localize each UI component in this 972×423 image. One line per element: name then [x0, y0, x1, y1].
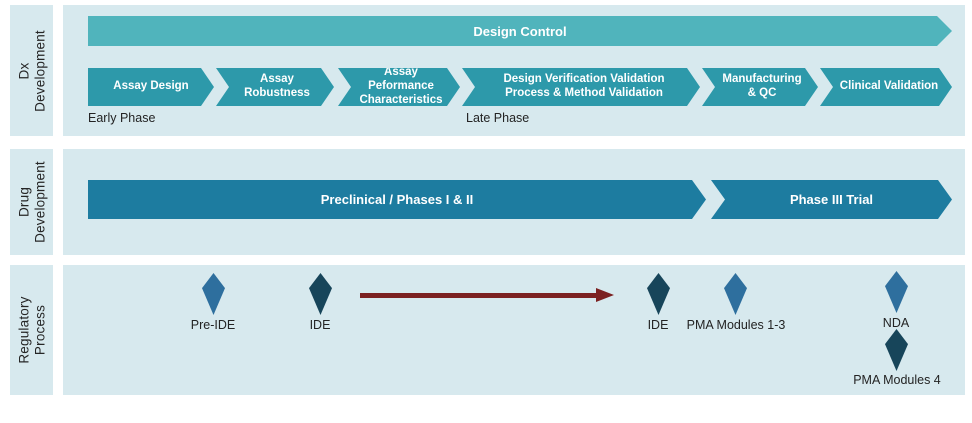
- dx-phase-manufacturing-qc: Manufacturing & QC: [702, 68, 818, 106]
- dx-phase-label: Assay Robustness: [244, 73, 310, 99]
- dx-phase-label: Assay Peformance Characteristics: [359, 66, 443, 106]
- milestone-pma-modules-4: [885, 329, 908, 371]
- timeline-arrow-line: [360, 293, 598, 298]
- timeline-arrow-head-icon: [596, 288, 614, 302]
- dx-phase-label: Design Verification Validation Process &…: [503, 73, 665, 99]
- early-phase-label: Early Phase: [88, 111, 156, 125]
- milestone-ide-2: [647, 273, 670, 315]
- pre-ide-diamond-icon: [202, 273, 225, 315]
- milestone-pre-ide: [202, 273, 225, 315]
- drug-segment-label: Phase III Trial: [789, 192, 874, 207]
- dx-phase-label: Manufacturing & QC: [722, 73, 802, 99]
- drug-segment-phase-3-trial: Phase III Trial: [711, 180, 952, 219]
- lane-label-dx-text: Dx Development: [15, 29, 47, 112]
- drug-segment-preclinical-phases-1-2: Preclinical / Phases I & II: [88, 180, 706, 219]
- dx-phase-design-verification-validation: Design Verification Validation Process &…: [462, 68, 700, 106]
- drug-segment-label: Preclinical / Phases I & II: [320, 192, 474, 207]
- lane-label-drug-development: Drug Development: [10, 149, 53, 255]
- pma-modules-1-3-diamond-icon: [724, 273, 747, 315]
- design-control-label: Design Control: [473, 23, 567, 39]
- milestone-ide-1-label: IDE: [309, 318, 331, 332]
- lane-label-drug-text: Drug Development: [15, 161, 47, 243]
- milestone-pre-ide-label: Pre-IDE: [190, 318, 236, 332]
- milestone-ide-2-label: IDE: [647, 318, 669, 332]
- dx-phase-label: Clinical Validation: [839, 80, 939, 93]
- nda-diamond-icon: [885, 271, 908, 313]
- ide-diamond-icon: [647, 273, 670, 315]
- late-phase-label: Late Phase: [466, 111, 530, 125]
- milestone-pma-modules-1-3: [724, 273, 747, 315]
- dx-phase-assay-design: Assay Design: [88, 68, 214, 106]
- design-control-arrow: Design Control: [88, 16, 952, 46]
- dx-phase-assay-performance-characteristics: Assay Peformance Characteristics: [338, 68, 460, 106]
- milestone-nda-label: NDA: [882, 316, 910, 330]
- dx-phase-label: Assay Design: [113, 80, 189, 93]
- milestone-nda: [885, 271, 908, 313]
- dx-phase-clinical-validation: Clinical Validation: [820, 68, 952, 106]
- milestone-pma-modules-1-3-label: PMA Modules 1-3: [686, 318, 786, 332]
- lane-label-regulatory-text: Regulatory Process: [15, 296, 47, 364]
- lane-label-dx-development: Dx Development: [10, 5, 53, 136]
- pma-modules-4-diamond-icon: [885, 329, 908, 371]
- lane-label-regulatory-process: Regulatory Process: [10, 265, 53, 395]
- ide-diamond-icon: [309, 273, 332, 315]
- milestone-pma-modules-4-label: PMA Modules 4: [853, 373, 941, 387]
- milestone-ide-1: [309, 273, 332, 315]
- dx-phase-assay-robustness: Assay Robustness: [216, 68, 334, 106]
